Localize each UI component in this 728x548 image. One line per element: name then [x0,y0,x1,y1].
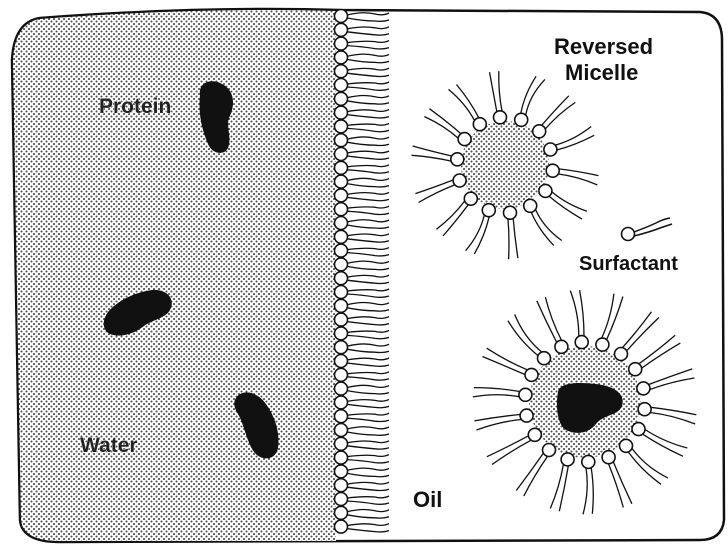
interface-surfactant [335,465,390,478]
micelle-surfactant [415,174,466,203]
water-phase [13,10,336,541]
label-surfactant: Surfactant [579,253,678,275]
micelle-surfactant [550,453,574,511]
interface-surfactant [335,23,390,36]
interface-surfactant [335,161,390,174]
interface-surfactant [335,120,390,133]
interface-surfactant [335,175,390,188]
reversed-micelle-lower [473,290,697,514]
micelle-surfactant [620,439,668,484]
interface-surfactant [335,368,390,381]
interface-surfactant [335,451,390,464]
micelle-surfactant [632,423,687,457]
interface-surfactant [335,230,390,243]
micelle-surfactant [524,199,562,245]
interface-surfactant [335,520,390,533]
micelle-surfactant [629,335,681,375]
interface-surfactant [335,396,390,409]
interface-surfactant [335,189,390,202]
interface-monolayer [335,10,390,534]
micelle-surfactant [596,294,623,351]
reversed-micelle-upper [412,71,599,259]
interface-surfactant [335,217,390,230]
interface-surfactant [335,506,390,519]
interface-surfactant [335,134,390,147]
micelle-surfactant [516,444,555,497]
interface-surfactant [335,286,390,299]
label-reversed: Reversed [554,34,653,59]
micelle-surfactant [638,403,696,424]
label-water: Water [80,434,138,457]
micelle-surfactant [466,204,496,254]
interface-surfactant [335,272,390,285]
interface-surfactant [335,106,390,119]
micelle-surfactant [533,96,576,138]
interface-surfactant [335,355,390,368]
micelle-surfactant [537,297,568,353]
interface-surfactant [335,382,390,395]
interface-surfactant [335,313,390,326]
micelle-surfactant [487,428,541,464]
interface-surfactant [335,244,390,257]
micelle-surfactant [570,290,588,349]
micelle-surfactant [544,127,594,157]
free-surfactant-molecule [622,218,673,241]
micelle-surfactant [582,455,595,514]
interface-surfactant [335,65,390,78]
micelle-surfactant [637,369,695,395]
interface-surfactant [335,341,390,354]
interface-surfactant [335,37,390,50]
interface-surfactant [335,437,390,450]
interface-surfactant [335,479,390,492]
micelle-surfactant [483,348,539,381]
interface-surfactant [335,148,390,161]
micelle-surfactant [473,388,532,402]
micelle-surfactant [449,85,487,131]
micelle-surfactant [436,192,477,236]
label-protein: Protein [99,95,171,118]
micelle-surfactant [602,451,632,508]
interface-surfactant [335,203,390,216]
micelle-surfactant [490,71,507,124]
label-micelle: Micelle [565,60,638,85]
interface-surfactant [335,79,390,92]
interface-surfactant [335,51,390,64]
label-oil: Oil [413,487,442,512]
interface-surfactant [335,327,390,340]
interface-surfactant [335,258,390,271]
interface-surfactant [335,424,390,437]
micelle-surfactant [515,76,545,126]
interface-surfactant [335,410,390,423]
micelle-surfactant [508,314,551,364]
micelle-surfactant [412,146,464,166]
micelle-surfactant [504,206,518,259]
interface-surfactant [335,92,390,105]
micelle-surfactant [546,164,598,185]
micelle-surfactant [424,109,471,146]
micelle-surfactant [474,409,533,430]
interface-surfactant [335,299,390,312]
micelle-surfactant [539,184,587,219]
interface-surfactant [335,493,390,506]
